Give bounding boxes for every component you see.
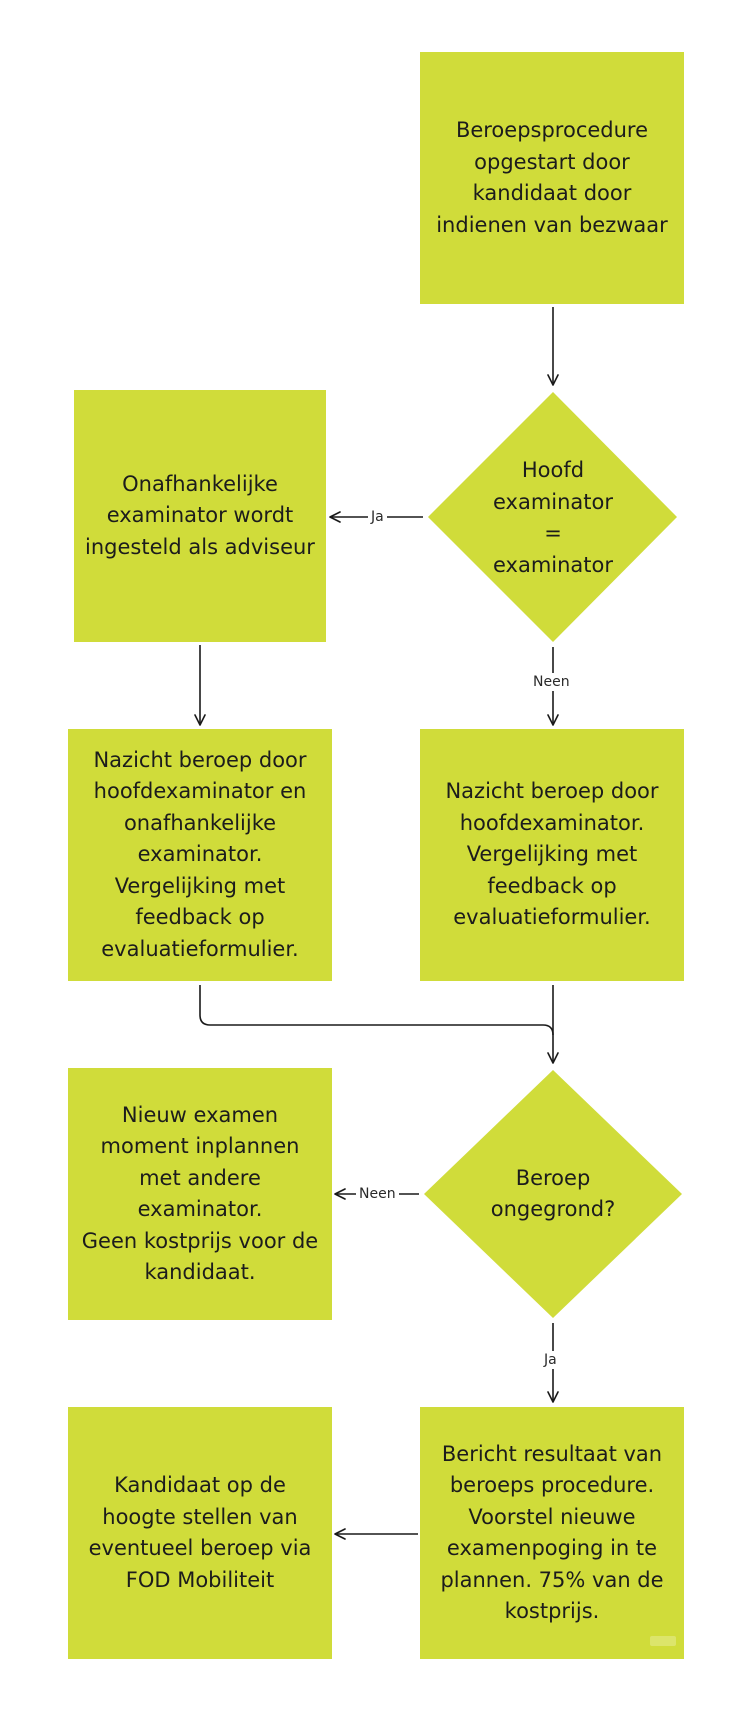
node-review-joint: Nazicht beroep door hoofdexaminator en o…	[68, 729, 332, 981]
watermark-mark	[650, 1636, 676, 1646]
decision-diamond-head-examiner	[428, 392, 677, 642]
edge-label-decision1-yes: Ja	[368, 508, 387, 526]
node-start-text: Beroepsprocedure opgestart door kandidaa…	[436, 118, 668, 237]
edge-label-decision1-no: Neen	[530, 673, 573, 691]
node-independent-advisor: Onafhankelijke examinator wordt ingestel…	[74, 390, 326, 642]
node-start: Beroepsprocedure opgestart door kandidaa…	[420, 52, 684, 304]
decision-head-examiner-text: Hoofd examinator = examinator	[492, 458, 614, 577]
node-inform-candidate-text: Kandidaat op de hoogte stellen van event…	[88, 1473, 312, 1592]
node-review-head-text: Nazicht beroep door hoofdexaminator. Ver…	[445, 779, 659, 930]
connector-joint-review-merge	[199, 985, 554, 1036]
decision-unfounded-text: Beroep ongegrond?	[490, 1165, 616, 1222]
node-review-head: Nazicht beroep door hoofdexaminator. Ver…	[420, 729, 684, 981]
edge-label-decision2-yes: Ja	[541, 1351, 560, 1369]
decision-diamond-unfounded	[424, 1070, 682, 1318]
node-result-message-text: Bericht resultaat van beroeps procedure.…	[440, 1441, 664, 1624]
node-result-message: Bericht resultaat van beroeps procedure.…	[420, 1407, 684, 1659]
node-new-exam-text: Nieuw examen moment inplannen met andere…	[81, 1102, 319, 1285]
node-review-joint-text: Nazicht beroep door hoofdexaminator en o…	[93, 747, 307, 961]
node-new-exam: Nieuw examen moment inplannen met andere…	[68, 1068, 332, 1320]
node-independent-advisor-text: Onafhankelijke examinator wordt ingestel…	[85, 471, 315, 559]
edge-label-decision2-no: Neen	[356, 1185, 399, 1203]
node-inform-candidate: Kandidaat op de hoogte stellen van event…	[68, 1407, 332, 1659]
